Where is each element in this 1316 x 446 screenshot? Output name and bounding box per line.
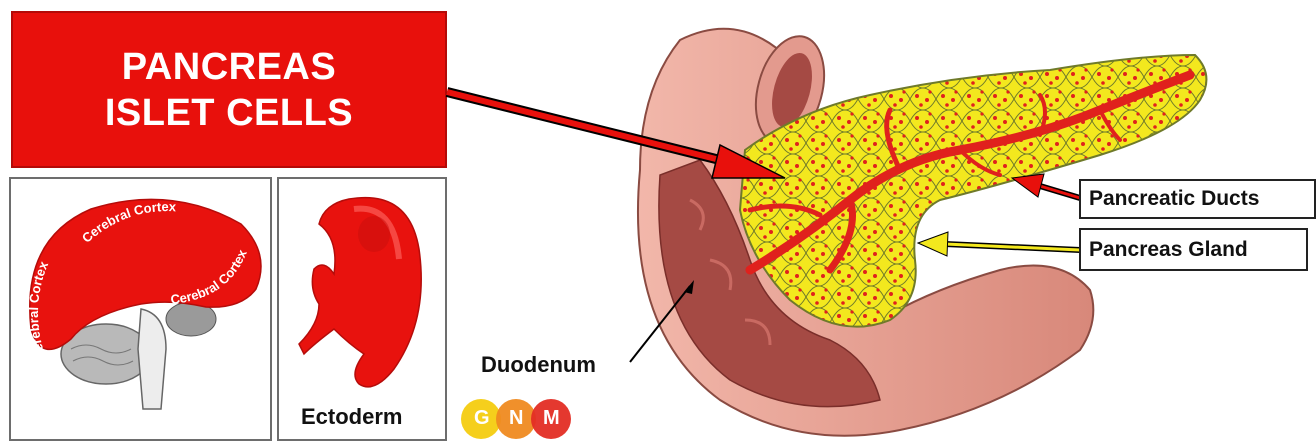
logo-letter-n: N	[509, 407, 523, 430]
gnm-logo: G N M	[459, 398, 579, 441]
logo-letter-m: M	[543, 407, 560, 430]
logo-letter-g: G	[474, 407, 490, 430]
duodenum-label: Duodenum	[481, 352, 596, 378]
pancreatic-ducts-label: Pancreatic Ducts	[1079, 179, 1316, 219]
pancreas-gland-arrow	[918, 232, 1080, 256]
pancreas-gland-label: Pancreas Gland	[1079, 228, 1308, 271]
pancreatic-ducts-arrow	[1012, 174, 1080, 198]
